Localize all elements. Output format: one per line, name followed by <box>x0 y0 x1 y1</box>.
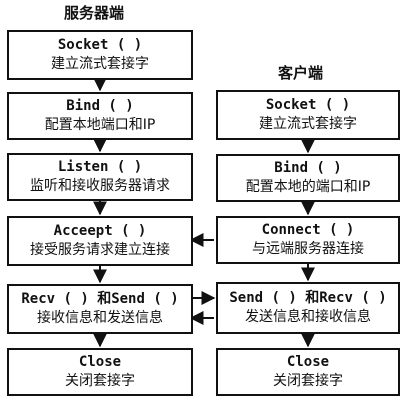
server-close-fn: Close <box>78 354 122 370</box>
server-close-box: Close 关闭套接字 <box>7 348 193 396</box>
server-listen-box: Listen ( ) 监听和接收服务器请求 <box>7 153 193 201</box>
client-send-recv-box: Send ( ) 和Recv ( ) 发送信息和接收信息 <box>216 282 400 334</box>
client-send-recv-desc: 发送信息和接收信息 <box>245 309 371 325</box>
server-listen-desc: 监听和接收服务器请求 <box>30 178 170 194</box>
server-socket-box: Socket ( ) 建立流式套接字 <box>7 30 193 80</box>
client-socket-fn: Socket ( ) <box>265 97 351 113</box>
server-accept-fn: Acceept ( ) <box>53 223 147 239</box>
client-close-box: Close 关闭套接字 <box>216 348 400 396</box>
server-recv-send-fn: Recv ( ) 和Send ( ) <box>21 291 179 307</box>
server-socket-fn: Socket ( ) <box>57 37 143 53</box>
server-accept-desc: 接受服务请求建立连接 <box>30 242 170 258</box>
server-socket-desc: 建立流式套接字 <box>51 56 149 72</box>
client-bind-box: Bind ( ) 配置本地的端口和IP <box>216 154 400 202</box>
client-connect-desc: 与远端服务器连接 <box>252 241 364 257</box>
client-close-desc: 关闭套接字 <box>273 373 343 389</box>
client-send-recv-fn: Send ( ) 和Recv ( ) <box>229 290 387 306</box>
server-recv-send-desc: 接收信息和发送信息 <box>37 310 163 326</box>
server-close-desc: 关闭套接字 <box>65 373 135 389</box>
server-bind-fn: Bind ( ) <box>66 98 134 114</box>
server-recv-send-box: Recv ( ) 和Send ( ) 接收信息和发送信息 <box>7 284 193 334</box>
server-listen-fn: Listen ( ) <box>57 159 143 175</box>
server-accept-box: Acceept ( ) 接受服务请求建立连接 <box>7 216 193 266</box>
client-close-fn: Close <box>286 354 330 370</box>
server-title: 服务器端 <box>64 4 125 22</box>
client-socket-desc: 建立流式套接字 <box>259 116 357 132</box>
client-connect-box: Connect ( ) 与远端服务器连接 <box>216 216 400 264</box>
client-title: 客户端 <box>278 64 324 82</box>
client-bind-fn: Bind ( ) <box>274 160 342 176</box>
client-connect-fn: Connect ( ) <box>261 222 355 238</box>
client-bind-desc: 配置本地的端口和IP <box>245 179 371 195</box>
server-bind-desc: 配置本地端口和IP <box>44 117 156 133</box>
client-socket-box: Socket ( ) 建立流式套接字 <box>216 90 400 140</box>
server-bind-box: Bind ( ) 配置本地端口和IP <box>7 92 193 140</box>
